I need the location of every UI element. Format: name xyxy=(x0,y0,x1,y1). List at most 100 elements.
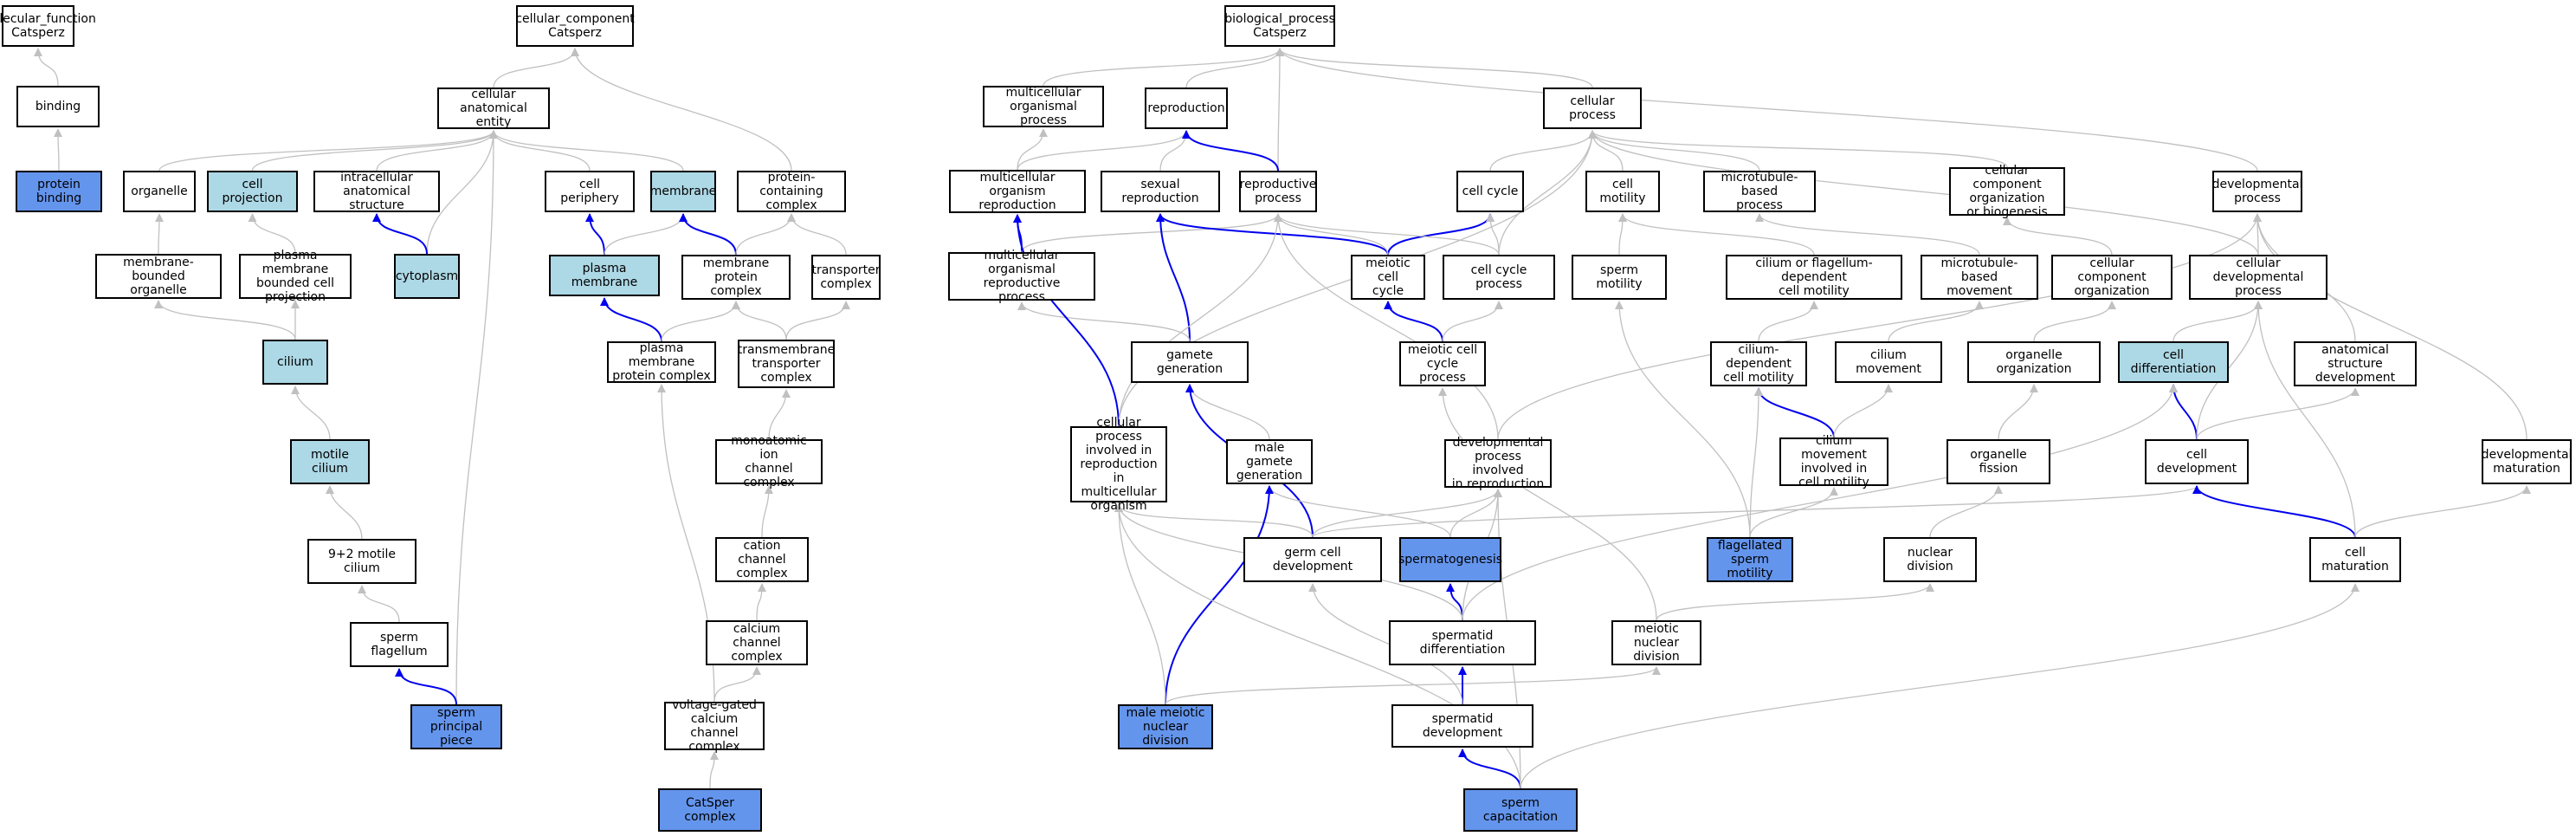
node-cytoplasm[interactable]: cytoplasm xyxy=(394,254,460,299)
node-cellular-component-organization-or-biogenesis[interactable]: cellular component organization or bioge… xyxy=(1949,164,2065,219)
node-developmental-maturation[interactable]: developmental maturation xyxy=(2482,439,2572,484)
edge-cytoplasm-to-intracellular xyxy=(372,213,428,255)
edge-male_meiotic-to-meiotic_nuclear_division xyxy=(1165,666,1661,705)
node-cell-cycle-process[interactable]: cell cycle process xyxy=(1443,255,1555,300)
edge-sperm_capacitation-to-cell_maturation xyxy=(1520,583,2360,789)
node-cell-maturation[interactable]: cell maturation xyxy=(2309,537,2401,582)
node-cilium[interactable]: cilium xyxy=(262,340,328,385)
edge-developmental_maturation-to-developmental_process xyxy=(2253,213,2528,440)
edge-cell_projection-to-cae xyxy=(251,130,498,172)
edge-multicellular_reproduction-to-multicellular_process xyxy=(1017,128,1048,171)
node-cilium-movement[interactable]: cilium movement xyxy=(1835,341,1942,383)
node-cell-motility[interactable]: cell motility xyxy=(1585,171,1660,212)
node-cell-differentiation[interactable]: cell differentiation xyxy=(2118,341,2229,383)
node-cc-root[interactable]: cellular_component Catsperz xyxy=(515,5,635,47)
node-reproductive-process[interactable]: reproductive process xyxy=(1239,171,1317,212)
node-plasma-membrane-bounded-cell-projection[interactable]: plasma membrane bounded cell projection xyxy=(239,249,352,304)
edge-meiotic_cell_cycle-to-sexual_reproduction xyxy=(1156,213,1389,256)
node-sexual-reproduction[interactable]: sexual reproduction xyxy=(1101,171,1220,212)
node-multicellular-organismal-process[interactable]: multicellular organismal process xyxy=(983,86,1104,127)
edge-germ_cell_development-to-cp_involved_reproduction xyxy=(1114,503,1314,538)
node-cation-channel-complex[interactable]: cation channel complex xyxy=(715,537,809,582)
edge-cilium_flagellum_motility-to-cell_motility xyxy=(1618,213,1815,256)
node-developmental-process-involved-in-reproduction[interactable]: developmental process involved in reprod… xyxy=(1444,436,1552,491)
edge-nuclear_division-to-organelle_fission xyxy=(1929,485,2003,538)
edge-ccob-to-cellular_process xyxy=(1588,130,2008,168)
node-cellular-process[interactable]: cellular process xyxy=(1543,87,1642,129)
node-cellular-component-organization[interactable]: cellular component organization xyxy=(2051,255,2172,300)
node-reproduction[interactable]: reproduction xyxy=(1145,87,1228,129)
node-voltage-gated-calcium-channel-complex[interactable]: voltage-gated calcium channel complex xyxy=(664,698,765,754)
node-spermatid-differentiation[interactable]: spermatid differentiation xyxy=(1389,620,1536,665)
edge-cp_involved_reproduction-to-multicellular_reproduction xyxy=(1013,214,1120,427)
edge-protein_containing-to-cc_root xyxy=(571,48,792,172)
edge-microtubule_based_process-to-cellular_process xyxy=(1588,130,1760,172)
node-bp-root[interactable]: biological_process Catsperz xyxy=(1224,5,1335,47)
node-developmental-process[interactable]: developmental process xyxy=(2212,171,2302,212)
node-membrane-bounded-organelle[interactable]: membrane-bounded organelle xyxy=(95,254,222,299)
node-transporter-complex[interactable]: transporter complex xyxy=(811,255,881,300)
node-organelle-organization[interactable]: organelle organization xyxy=(1967,341,2101,383)
node-gamete-generation[interactable]: gamete generation xyxy=(1131,341,1249,383)
node-protein-binding[interactable]: protein binding xyxy=(16,171,102,212)
edge-multicellular_process-to-bp_root xyxy=(1043,48,1284,87)
node-cell-projection[interactable]: cell projection xyxy=(207,171,298,212)
node-cellular-anatomical-entity[interactable]: cellular anatomical entity xyxy=(437,87,550,129)
node-cell-cycle[interactable]: cell cycle xyxy=(1456,171,1524,212)
node-microtubule-based-movement[interactable]: microtubule-based movement xyxy=(1921,255,2038,300)
node-mf-root[interactable]: molecular_function Catsperz xyxy=(0,5,96,47)
node-transmembrane-transporter-complex[interactable]: transmembrane transporter complex xyxy=(738,340,835,388)
node-organelle[interactable]: organelle xyxy=(123,171,196,212)
node-plasma-membrane[interactable]: plasma membrane xyxy=(549,255,660,296)
node-flagellated-sperm-motility[interactable]: flagellated sperm motility xyxy=(1707,537,1793,582)
node-cell-periphery[interactable]: cell periphery xyxy=(545,171,635,212)
node-male-meiotic-nuclear-division[interactable]: male meiotic nuclear division xyxy=(1118,704,1213,749)
node-membrane[interactable]: membrane xyxy=(650,171,716,212)
node-sperm-capacitation[interactable]: sperm capacitation xyxy=(1463,788,1578,832)
edge-catsper_complex-to-vg_calcium xyxy=(709,751,719,789)
node-motile-cilium[interactable]: motile cilium xyxy=(290,439,370,484)
node-9-2-motile-cilium[interactable]: 9+2 motile cilium xyxy=(307,539,416,584)
edge-motile_cilium-to-cilium xyxy=(291,386,331,440)
edge-germ_cell_development-to-cell_development xyxy=(1312,485,2201,538)
node-meiotic-nuclear-division[interactable]: meiotic nuclear division xyxy=(1611,620,1701,665)
node-plasma-membrane-protein-complex[interactable]: plasma membrane protein complex xyxy=(607,341,716,383)
node-membrane-protein-complex[interactable]: membrane protein complex xyxy=(681,255,791,300)
node-anatomical-structure-development[interactable]: anatomical structure development xyxy=(2294,341,2417,386)
node-sperm-motility[interactable]: sperm motility xyxy=(1572,255,1667,300)
node-multicellular-organism-reproduction[interactable]: multicellular organism reproduction xyxy=(949,170,1086,213)
node-cilium-dependent-cell-motility[interactable]: cilium-dependent cell motility xyxy=(1710,341,1807,386)
node-nuclear-division[interactable]: nuclear division xyxy=(1883,537,1977,582)
node-male-gamete-generation[interactable]: male gamete generation xyxy=(1226,439,1313,484)
node-cellular-process-involved-in-reproduction[interactable]: cellular process involved in reproductio… xyxy=(1070,416,1167,513)
node-cilium-movement-involved-in-cell-motility[interactable]: cilium movement involved in cell motilit… xyxy=(1779,434,1888,489)
node-calcium-channel-complex[interactable]: calcium channel complex xyxy=(706,620,808,665)
node-sperm-flagellum[interactable]: sperm flagellum xyxy=(350,622,449,667)
node-spermatid-development[interactable]: spermatid development xyxy=(1391,704,1533,748)
node-multicellular-organismal-reproductive-process[interactable]: multicellular organismal reproductive pr… xyxy=(948,249,1095,304)
node-meiotic-cell-cycle[interactable]: meiotic cell cycle xyxy=(1351,255,1425,300)
node-cilium-or-flagellum-dependent-cell-motility[interactable]: cilium or flagellum-dependent cell motil… xyxy=(1726,255,1902,300)
node-meiotic-cell-cycle-process[interactable]: meiotic cell cycle process xyxy=(1399,341,1486,386)
node-intracellular-anatomical-structure[interactable]: intracellular anatomical structure xyxy=(313,171,440,212)
edge-transporter_complex-to-protein_containing xyxy=(787,213,847,256)
node-protein-containing-complex[interactable]: protein-containing complex xyxy=(737,171,846,212)
edge-membrane_protein_complex-to-protein_containing xyxy=(735,213,796,256)
node-catsper-complex[interactable]: CatSper complex xyxy=(658,788,762,832)
edge-flagellated_motility-to-sperm_motility xyxy=(1615,301,1751,538)
node-organelle-fission[interactable]: organelle fission xyxy=(1947,439,2050,484)
node-microtubule-based-process[interactable]: microtubule-based process xyxy=(1703,171,1816,212)
node-cell-development[interactable]: cell development xyxy=(2145,439,2249,484)
edge-meiotic_nuclear_division-to-meiotic_cc_process xyxy=(1438,387,1657,621)
node-monoatomic-ion-channel-complex[interactable]: monoatomic ion channel complex xyxy=(715,434,823,489)
node-germ-cell-development[interactable]: germ cell development xyxy=(1243,537,1382,582)
edge-dev_process_reproduction-to-developmental_process xyxy=(1497,213,2262,440)
node-cellular-developmental-process[interactable]: cellular developmental process xyxy=(2189,255,2327,300)
edge-membrane_bounded-to-organelle xyxy=(154,213,164,255)
edge-spermatid_differentiation-to-cell_differentiation xyxy=(1462,384,2178,621)
node-sperm-principal-piece[interactable]: sperm principal piece xyxy=(410,704,502,749)
edge-cellular_developmental-to-cellular_process xyxy=(1588,130,2259,256)
node-binding[interactable]: binding xyxy=(16,86,100,127)
edge-monoatomic-to-transmembrane_transporter xyxy=(768,389,791,440)
node-spermatogenesis[interactable]: spermatogenesis xyxy=(1398,537,1502,582)
